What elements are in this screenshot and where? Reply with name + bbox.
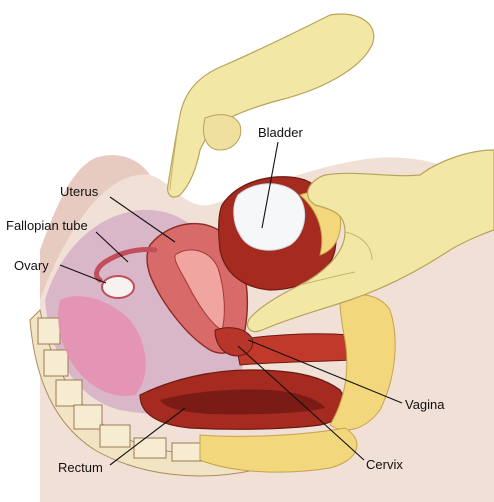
label-uterus: Uterus — [60, 184, 99, 199]
ovary — [102, 276, 134, 298]
label-ovary: Ovary — [14, 258, 49, 273]
bladder — [234, 184, 305, 250]
label-cervix: Cervix — [366, 457, 403, 472]
label-vagina: Vagina — [405, 397, 445, 412]
label-rectum: Rectum — [58, 460, 103, 475]
label-fallopian-tube: Fallopian tube — [6, 218, 88, 233]
label-bladder: Bladder — [258, 125, 303, 140]
